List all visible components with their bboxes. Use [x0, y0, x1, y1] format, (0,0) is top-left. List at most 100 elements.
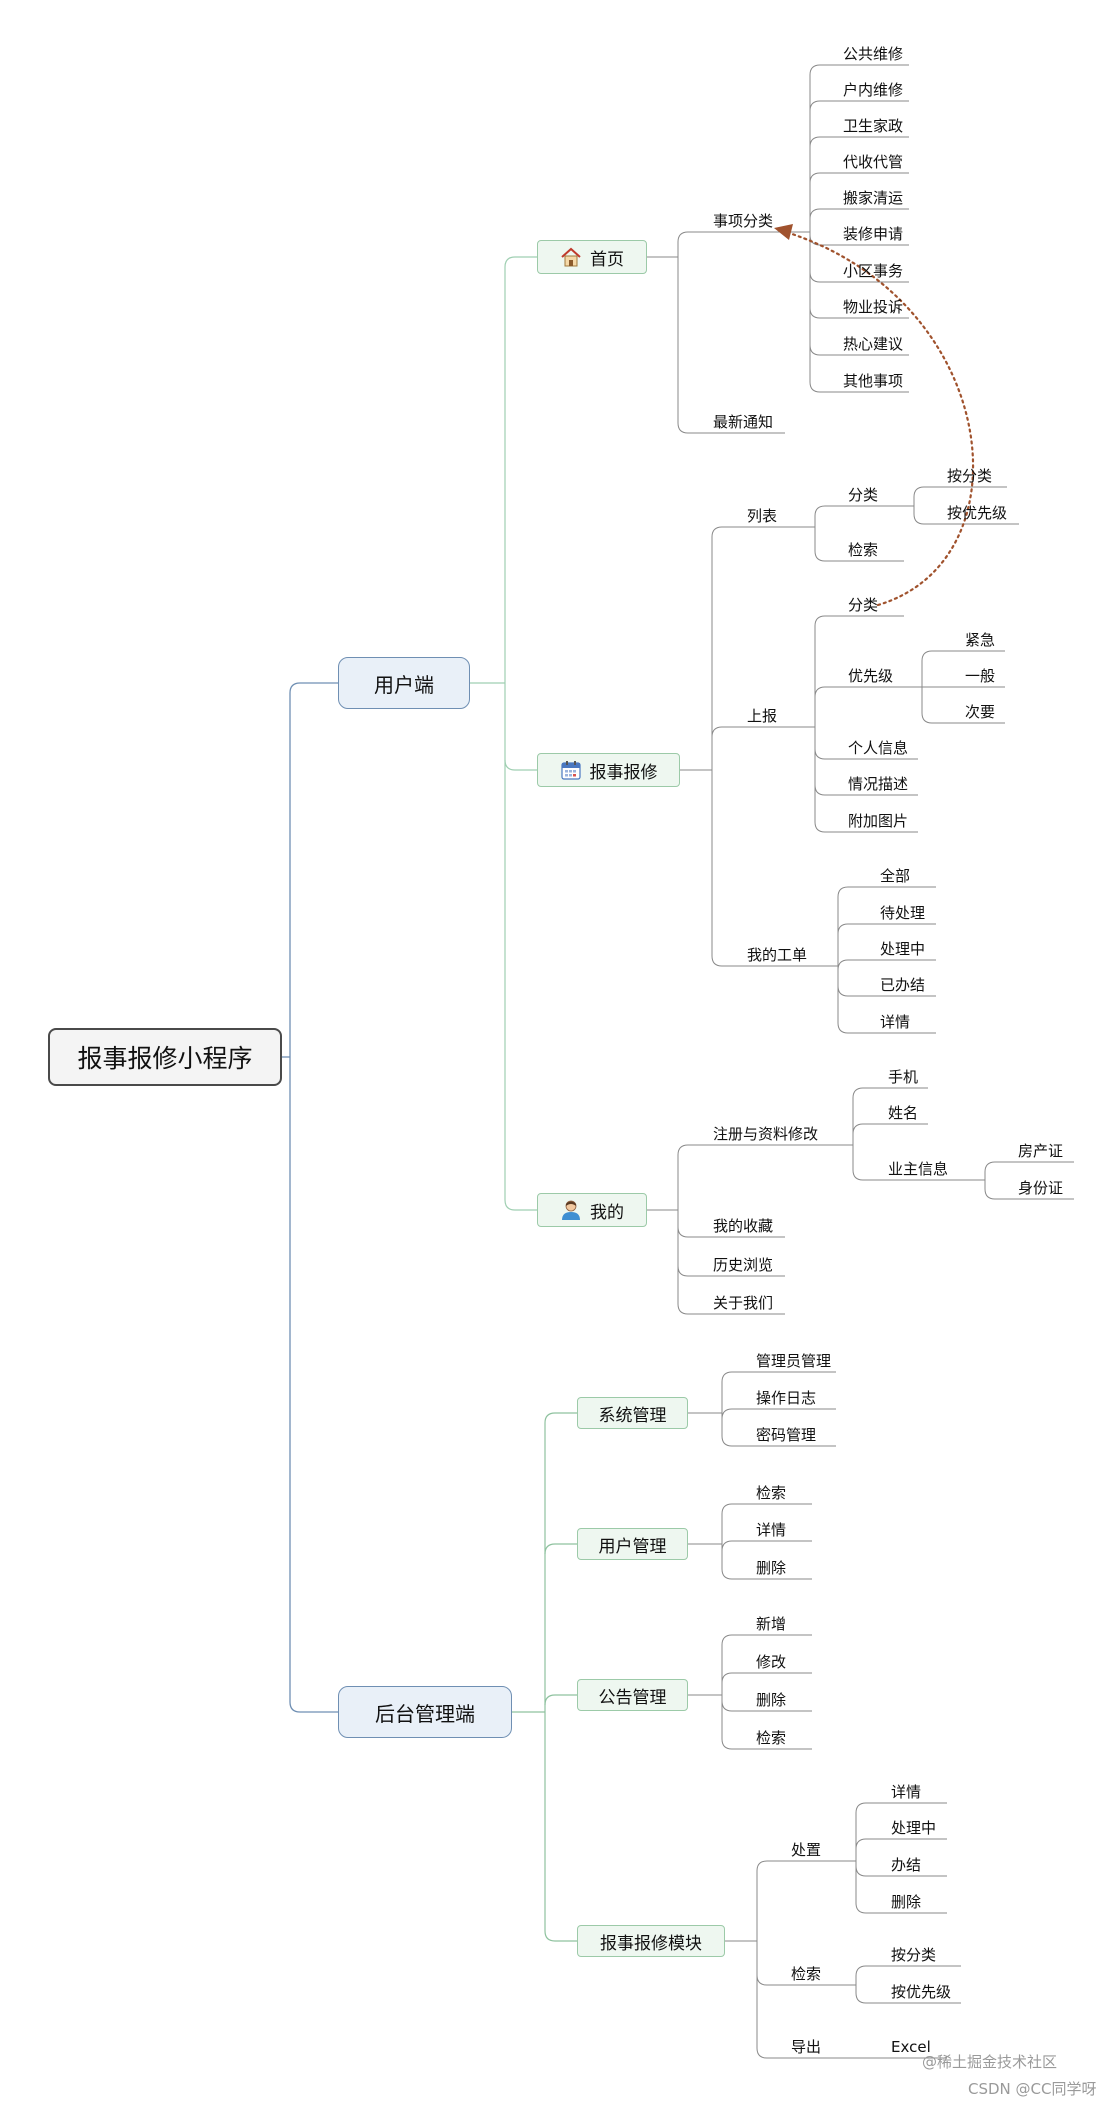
submit-priority-label: 优先级 — [848, 667, 894, 685]
admin-report-topic: 报事报修模块 — [577, 1925, 725, 1957]
submit-classify-label: 分类 — [848, 596, 879, 614]
branch-elbow — [809, 307, 835, 319]
branch-elbow — [544, 1694, 577, 1706]
branch-elbow — [837, 923, 872, 935]
admin-system-item: 操作日志 — [756, 1389, 817, 1407]
home-category-item: 装修申请 — [843, 225, 904, 243]
home-notice-label: 最新通知 — [713, 413, 774, 431]
register-phone: 手机 — [888, 1068, 919, 1086]
admin-notice-topic-label: 公告管理 — [598, 1687, 667, 1708]
watermark-juejin: @稀土掘金技术社区 — [922, 2053, 1058, 2071]
branch-elbow — [677, 231, 705, 243]
list-by-category: 按分类 — [947, 467, 993, 485]
report-topic: 报事报修 — [537, 753, 680, 787]
admin-users-item: 删除 — [756, 1559, 787, 1577]
admin-users-topic: 用户管理 — [577, 1528, 688, 1560]
admin-topic-label: 后台管理端 — [375, 1701, 475, 1726]
submit-item: 情况描述 — [848, 775, 909, 793]
owner-doc-item: 身份证 — [1018, 1179, 1064, 1197]
branch-elbow — [809, 100, 835, 112]
branch-elbow — [504, 759, 537, 771]
branch-elbow — [984, 1161, 1010, 1173]
branch-elbow — [504, 1199, 537, 1211]
branch-elbow — [852, 1169, 880, 1181]
admin-notice-item: 检索 — [756, 1729, 787, 1747]
handle-item: 详情 — [891, 1783, 922, 1801]
branch-elbow — [921, 712, 957, 724]
branch-elbow — [711, 955, 739, 967]
mine-other-item: 关于我们 — [713, 1294, 774, 1312]
branch-elbow — [814, 615, 840, 627]
relation-arrowhead — [774, 224, 793, 240]
report-submit-label: 上报 — [747, 707, 778, 725]
branch-elbow — [756, 1860, 783, 1872]
home-category-item: 其他事项 — [843, 372, 904, 390]
list-classify-label: 分类 — [848, 486, 879, 504]
branch-elbow — [809, 381, 835, 393]
home-category-item: 物业投诉 — [843, 298, 904, 316]
handle-item: 处理中 — [891, 1819, 937, 1837]
admin-search-item: 按分类 — [891, 1946, 937, 1964]
branch-elbow — [921, 650, 957, 662]
admin-notice-item: 删除 — [756, 1691, 787, 1709]
client-topic-label: 用户端 — [374, 672, 434, 697]
branch-elbow — [721, 1408, 748, 1420]
mine-register-label: 注册与资料修改 — [713, 1125, 819, 1143]
branch-elbow — [756, 2047, 783, 2059]
order-status-item: 全部 — [880, 867, 911, 885]
branch-elbow — [855, 1838, 883, 1850]
admin-notice-item: 修改 — [756, 1653, 787, 1671]
home-category-item: 代收代管 — [843, 153, 904, 171]
home-topic: 首页 — [537, 240, 647, 274]
order-status-item: 处理中 — [880, 940, 926, 958]
admin-notice-item: 新增 — [756, 1615, 787, 1633]
branch-elbow — [544, 1543, 577, 1555]
mine-topic-label: 我的 — [590, 1202, 624, 1223]
branch-elbow — [837, 985, 872, 997]
branch-elbow — [913, 486, 939, 498]
mine-other-item: 我的收藏 — [713, 1217, 774, 1235]
branch-elbow — [809, 136, 835, 148]
admin-users-item: 检索 — [756, 1484, 787, 1502]
owner-doc-item: 房产证 — [1018, 1142, 1064, 1160]
branch-elbow — [721, 1634, 748, 1646]
branch-elbow — [711, 526, 739, 538]
branch-elbow — [852, 1123, 880, 1135]
branch-elbow — [677, 1265, 705, 1277]
list-by-priority: 按优先级 — [947, 504, 1008, 522]
admin-system-topic-label: 系统管理 — [598, 1405, 667, 1426]
user-avatar-icon — [562, 1200, 580, 1220]
branch-elbow — [913, 513, 939, 525]
branch-elbow — [721, 1371, 748, 1383]
branch-elbow — [984, 1188, 1010, 1200]
home-category-item: 小区事务 — [843, 262, 904, 280]
branch-elbow — [809, 271, 835, 283]
order-status-item: 待处理 — [880, 904, 926, 922]
admin-report-search: 检索 — [791, 1965, 822, 1983]
home-category-item: 热心建议 — [843, 335, 904, 353]
handle-item: 删除 — [891, 1893, 922, 1911]
branch-elbow — [855, 1902, 883, 1914]
branch-elbow — [809, 208, 835, 220]
branch-elbow — [814, 550, 840, 562]
branch-elbow — [855, 1965, 883, 1977]
house-icon — [561, 247, 581, 267]
client-topic: 用户端 — [338, 657, 470, 709]
order-status-item: 详情 — [880, 1013, 911, 1031]
priority-level: 次要 — [965, 703, 996, 721]
admin-topic: 后台管理端 — [338, 1686, 512, 1738]
branch-elbow — [289, 682, 338, 694]
admin-system-item: 管理员管理 — [756, 1352, 832, 1370]
home-category-item: 卫生家政 — [843, 117, 904, 135]
list-search-label: 检索 — [848, 541, 879, 559]
branch-elbow — [809, 172, 835, 184]
branch-elbow — [677, 1226, 705, 1238]
admin-report-handle: 处置 — [791, 1841, 822, 1859]
mine-other-item: 历史浏览 — [713, 1256, 774, 1274]
branch-elbow — [809, 344, 835, 356]
branch-elbow — [809, 234, 835, 246]
register-owner: 业主信息 — [888, 1160, 949, 1178]
branch-elbow — [721, 1435, 748, 1447]
branch-elbow — [837, 1022, 872, 1034]
